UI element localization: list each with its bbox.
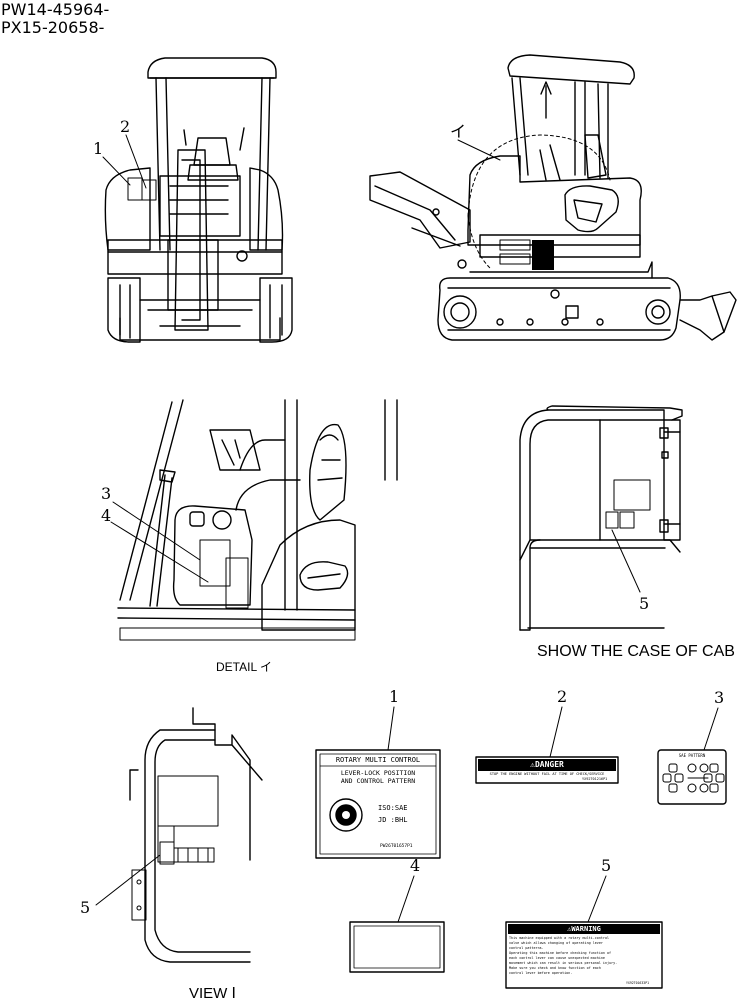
warning-line-6: movement which can result in serious per… [509, 961, 618, 965]
pattern-decal-title: SAE PATTERN [678, 753, 706, 758]
callout-part-5: 5 [601, 856, 612, 875]
warning-line-8: control lever before operation. [509, 971, 573, 975]
danger-decal-title: ⚠DANGER [530, 760, 564, 769]
detail-operator-station [117, 399, 398, 641]
warning-line-1: This machine equipped with a rotary mult… [509, 936, 610, 940]
danger-decal-text: STOP THE ENGINE WITHOUT FAIL AT TIME OF … [489, 772, 605, 776]
rotary-decal-jd: JD :BHL [378, 816, 408, 824]
callout-part-2: 2 [557, 687, 568, 706]
rotary-decal-line1: LEVER-LOCK POSITION [340, 769, 416, 777]
caption-detail: DETAIL イ [216, 660, 273, 674]
decal-rotary-multi-control [315, 749, 441, 859]
warning-decal-body: This machine equipped with a rotary mult… [509, 936, 659, 976]
caption-view: VIEW Ⅰ [189, 985, 236, 1002]
warning-decal-title: ⚠WARNING [567, 925, 601, 933]
warning-line-4: Operating this machine before checking f… [509, 951, 612, 955]
warning-decal-part-no: YX92T01633P1 [626, 981, 650, 985]
callout-part-1: 1 [389, 687, 400, 706]
front-view-excavator [104, 57, 293, 343]
rotary-decal-line2: AND CONTROL PATTERN [340, 777, 416, 785]
danger-decal-title-text: DANGER [534, 760, 564, 769]
callout-1: 1 [93, 139, 104, 158]
callout-part-4: 4 [410, 856, 421, 875]
danger-decal-part-no: YX92T01216P1 [582, 777, 608, 781]
decal-danger [475, 756, 619, 784]
decal-warning [505, 921, 663, 989]
view-panel-illustration [129, 707, 263, 963]
cab-case-illustration [519, 405, 683, 631]
callout-5-view: 5 [80, 898, 91, 917]
decal-sae-pattern [657, 749, 727, 805]
callout-3: 3 [101, 484, 112, 503]
warning-line-5: each control lever can cause unexpected … [509, 956, 605, 960]
callout-5-cab: 5 [639, 594, 650, 613]
warning-line-2: valve which allows changing of operating… [509, 941, 603, 945]
caption-cab-case: SHOW THE CASE OF CAB [537, 643, 735, 660]
decal-blank [349, 921, 445, 973]
warning-line-7: Make sure you check and know function of… [509, 966, 601, 970]
callout-part-3: 3 [714, 688, 725, 707]
rotary-decal-iso: ISO:SAE [378, 804, 408, 812]
warning-line-3: control patterns. [509, 946, 544, 950]
rotary-decal-title: ROTARY MULTI CONTROL [335, 756, 421, 764]
serial-range-2: PX15-20658- [1, 18, 105, 37]
rotary-decal-part-no: PW26T01657P1 [380, 844, 413, 849]
serial-range-1: PW14-45964- [1, 0, 110, 19]
callout-4: 4 [101, 506, 112, 525]
callout-2: 2 [120, 117, 131, 136]
side-view-excavator [369, 54, 737, 341]
warning-decal-title-text: WARNING [571, 925, 601, 933]
detail-reference-mark: イ [450, 122, 467, 141]
